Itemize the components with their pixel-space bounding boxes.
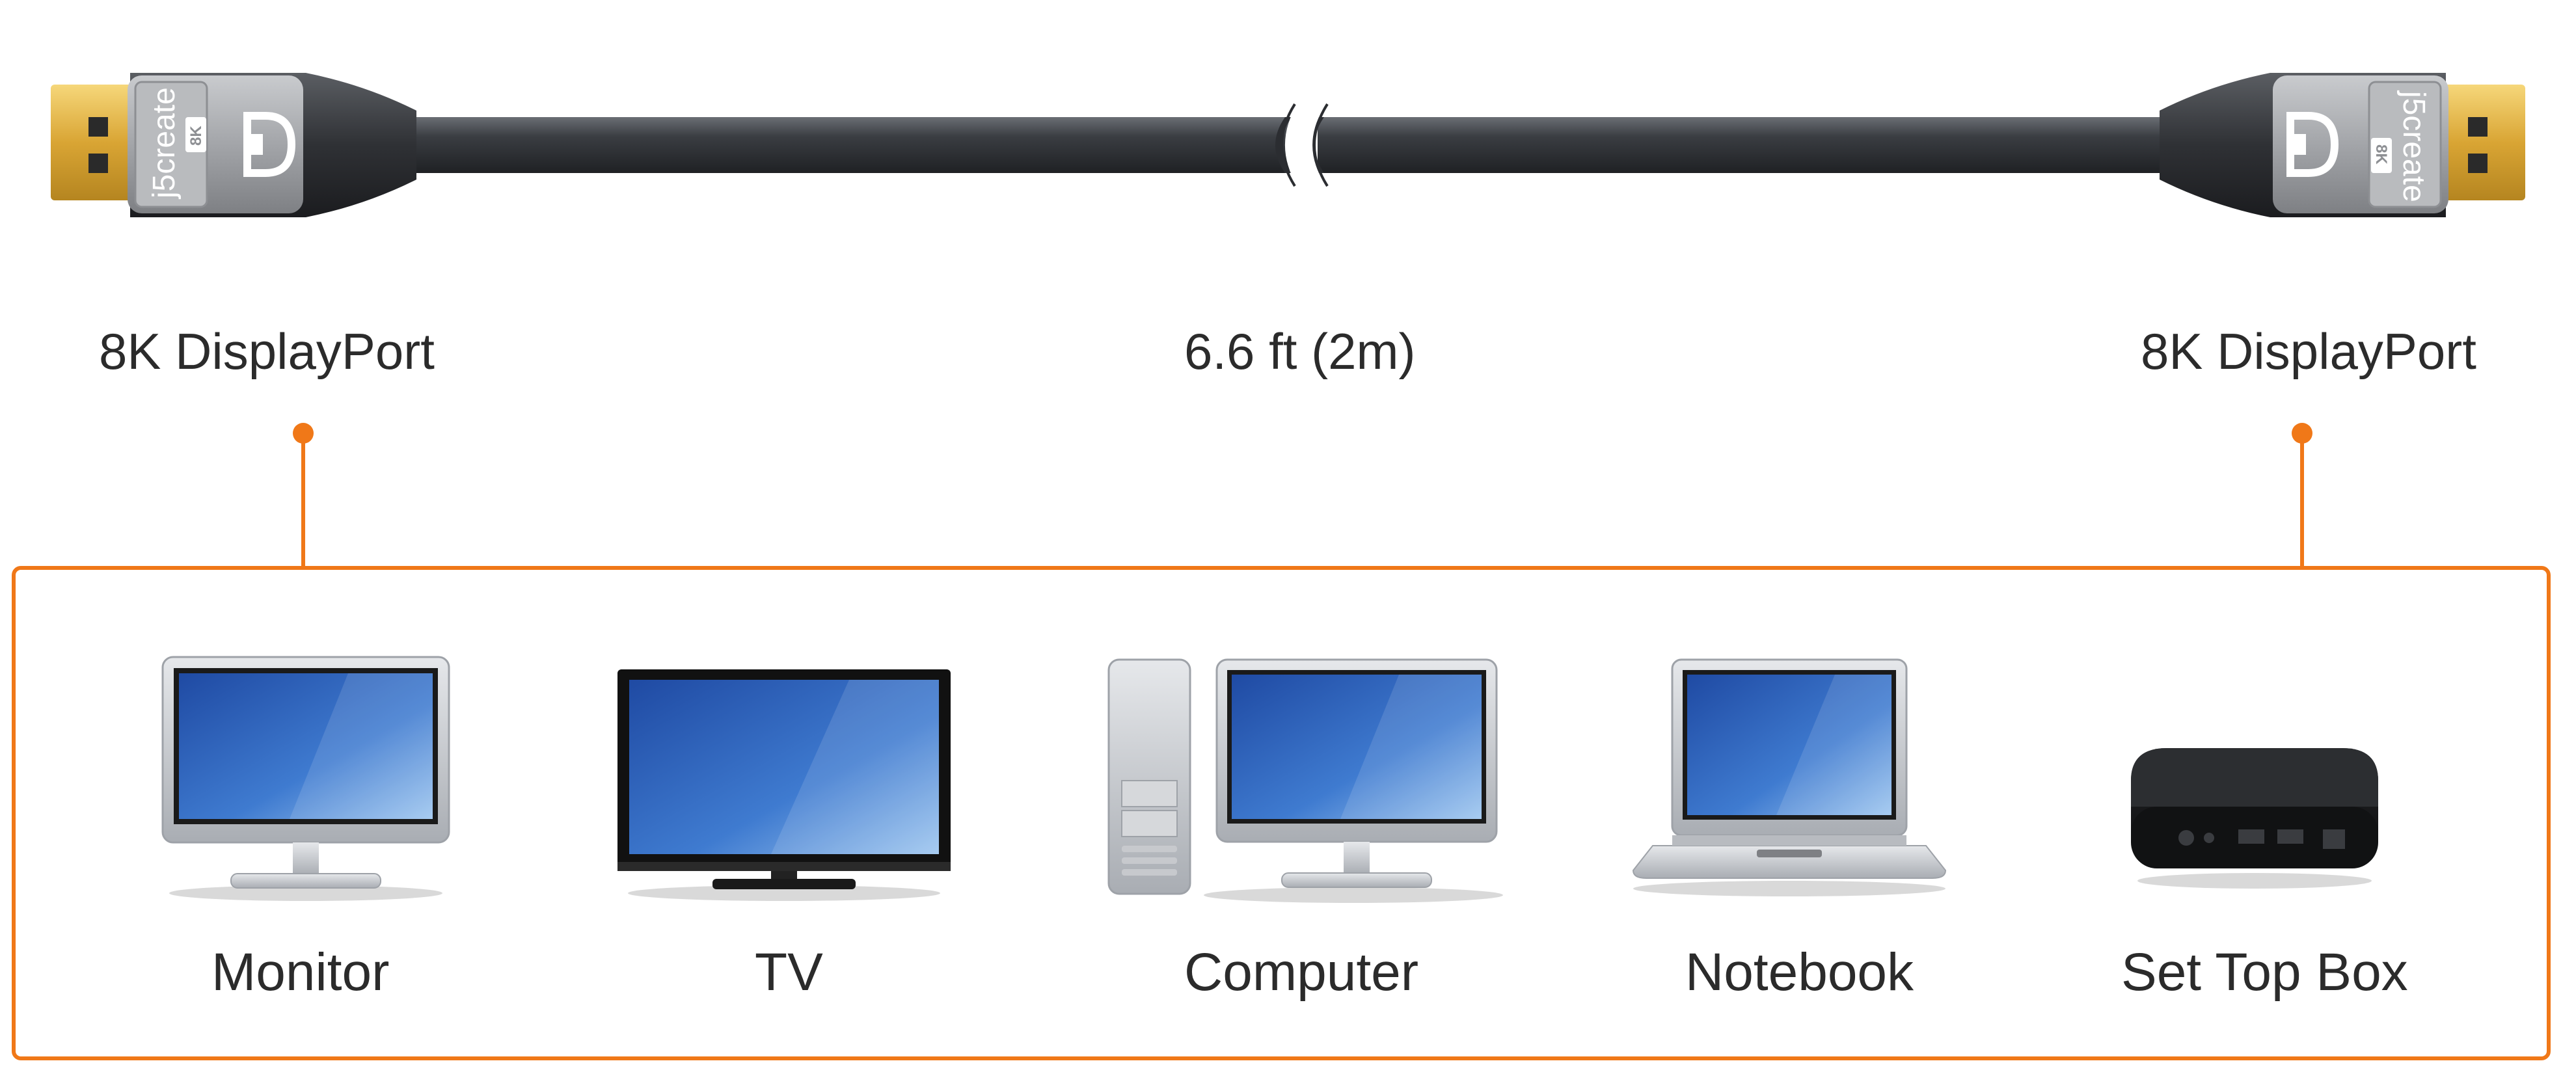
device-label-set-top-box: Set Top Box xyxy=(2121,943,2408,1002)
left-badge-text: 8K xyxy=(187,126,205,146)
left-brand-text: j5create xyxy=(147,87,182,200)
tv-icon xyxy=(617,669,951,901)
right-brand-text: j5create xyxy=(2396,90,2431,202)
set-top-box-icon xyxy=(2131,748,2378,889)
device-label-computer: Computer xyxy=(1184,943,1419,1002)
cable-break-mark xyxy=(1285,101,1325,189)
left-pointer-line xyxy=(301,433,305,570)
right-badge-text: 8K xyxy=(2372,144,2390,165)
device-label-monitor: Monitor xyxy=(211,943,390,1002)
right-pointer-line xyxy=(2300,433,2304,570)
computer-icon xyxy=(1107,658,1503,903)
displayport-logo-icon xyxy=(243,112,296,177)
right-displayport-connector: j5create 8K xyxy=(2160,73,2525,217)
displayport-logo-icon xyxy=(2286,112,2339,177)
notebook-icon xyxy=(1632,658,1947,896)
cable-length-label: 6.6 ft (2m) xyxy=(1184,323,1416,380)
compatible-devices-panel xyxy=(12,566,2551,1060)
left-displayport-connector: j5create 8K xyxy=(51,73,416,217)
cable-body xyxy=(410,101,2183,189)
monitor-icon xyxy=(161,656,450,901)
right-connector-label: 8K DisplayPort xyxy=(2141,323,2476,380)
left-connector-label: 8K DisplayPort xyxy=(99,323,435,380)
device-label-tv: TV xyxy=(755,943,823,1002)
device-label-notebook: Notebook xyxy=(1685,943,1914,1002)
displayport-cable-illustration: j5create 8K j5create 8K xyxy=(51,73,2525,217)
